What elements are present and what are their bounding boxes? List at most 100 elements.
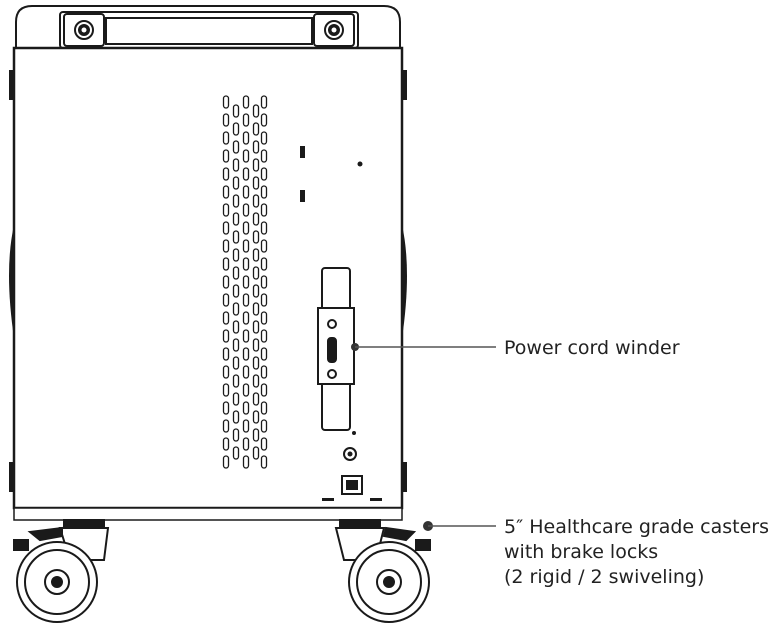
vent-slot — [222, 419, 230, 433]
vent-slot — [242, 221, 250, 235]
vent-slot — [252, 266, 260, 280]
vent-slot — [252, 104, 260, 118]
vent-slot — [252, 140, 260, 154]
vent-slot — [232, 176, 240, 190]
vent-slot — [242, 95, 250, 109]
vent-slot — [252, 248, 260, 262]
vent-slot — [252, 302, 260, 316]
vent-slot — [232, 374, 240, 388]
vent-slot — [242, 203, 250, 217]
vent-slot — [222, 257, 230, 271]
vent-slot — [252, 356, 260, 370]
vent-slot — [242, 401, 250, 415]
vent-slot — [260, 293, 268, 307]
vent-slot — [222, 275, 230, 289]
vent-slot — [232, 284, 240, 298]
vent-slot — [242, 383, 250, 397]
vent-slot — [252, 320, 260, 334]
vent-slot — [222, 293, 230, 307]
power-inlet — [322, 431, 382, 501]
vent-slot — [260, 131, 268, 145]
vent-slot — [232, 158, 240, 172]
casters-label: 5″ Healthcare grade casters with brake l… — [504, 515, 769, 590]
vent-slot — [242, 293, 250, 307]
vent-slot — [252, 338, 260, 352]
top-handle — [15, 5, 401, 49]
vent-slot — [260, 185, 268, 199]
vent-slot — [232, 122, 240, 136]
mount-brackets — [300, 146, 363, 202]
vent-slot — [260, 329, 268, 343]
vent-slot — [242, 419, 250, 433]
vent-slot — [222, 401, 230, 415]
vent-slot — [242, 239, 250, 253]
vent-slot — [232, 266, 240, 280]
vent-slot — [232, 392, 240, 406]
vent-slot — [252, 212, 260, 226]
vent-slot — [242, 149, 250, 163]
handle-bolt-left — [74, 20, 94, 40]
vent-slot — [232, 302, 240, 316]
vent-slot — [222, 221, 230, 235]
vent-slot — [222, 347, 230, 361]
vent-slot — [252, 194, 260, 208]
vent-slot — [260, 239, 268, 253]
vent-slot — [242, 437, 250, 451]
vent-slot — [260, 95, 268, 109]
casters-label-line-3: (2 rigid / 2 swiveling) — [504, 566, 705, 588]
power-cord-winder — [317, 267, 355, 431]
vent-slot — [242, 131, 250, 145]
vent-slot — [222, 203, 230, 217]
vent-slot — [222, 365, 230, 379]
vent-slot — [260, 275, 268, 289]
vent-slot — [242, 167, 250, 181]
vent-slot — [260, 257, 268, 271]
vent-slot — [260, 455, 268, 469]
vent-slot — [232, 140, 240, 154]
vent-slot — [260, 437, 268, 451]
vent-slot — [232, 212, 240, 226]
vent-slot — [260, 383, 268, 397]
vent-slot — [242, 113, 250, 127]
vent-slot — [252, 446, 260, 460]
vent-slot — [222, 95, 230, 109]
vent-slot — [232, 248, 240, 262]
vent-slot — [222, 185, 230, 199]
vent-slot — [232, 320, 240, 334]
casters-label-line-2: with brake locks — [504, 541, 659, 563]
caster-left — [13, 519, 110, 623]
vent-slot — [242, 347, 250, 361]
vent-slot — [222, 167, 230, 181]
vent-slot — [242, 329, 250, 343]
vent-slot — [242, 455, 250, 469]
vent-slot — [232, 104, 240, 118]
vent-slot — [222, 437, 230, 451]
vent-slot — [260, 311, 268, 325]
vent-slot — [260, 203, 268, 217]
vent-slot — [232, 356, 240, 370]
vent-slot — [252, 230, 260, 244]
vent-slot — [232, 428, 240, 442]
vent-slot — [232, 338, 240, 352]
vent-slot — [252, 158, 260, 172]
vent-slot — [222, 239, 230, 253]
vent-slot — [232, 230, 240, 244]
vent-slot — [222, 455, 230, 469]
vent-slot — [252, 374, 260, 388]
vent-slot — [260, 401, 268, 415]
vent-slot — [252, 176, 260, 190]
vent-slot — [260, 419, 268, 433]
vent-slot — [252, 392, 260, 406]
vent-slot — [222, 149, 230, 163]
vent-slot — [242, 311, 250, 325]
ventilation-slots — [222, 95, 268, 469]
vent-slot — [232, 194, 240, 208]
handle-bolt-right — [324, 20, 344, 40]
vent-slot — [252, 428, 260, 442]
vent-slot — [252, 122, 260, 136]
caster-right — [334, 519, 431, 623]
vent-slot — [260, 167, 268, 181]
vent-slot — [260, 221, 268, 235]
vent-slot — [242, 257, 250, 271]
